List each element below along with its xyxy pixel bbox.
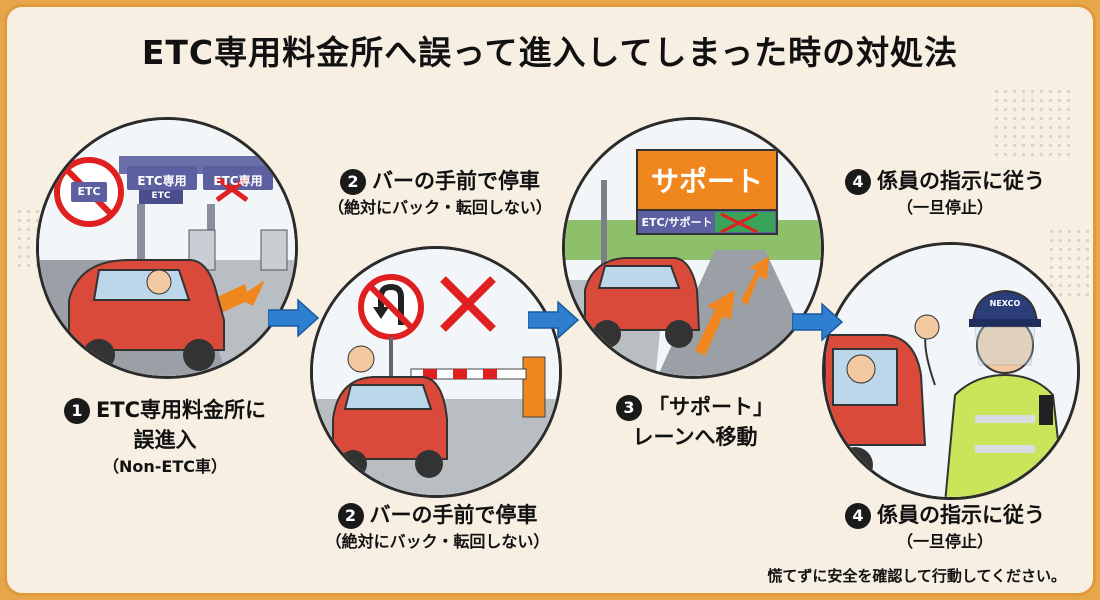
dot-pattern-top-right — [992, 87, 1072, 157]
step-4-subtitle: （一旦停止） — [896, 198, 993, 217]
step-number-badge: 4 — [845, 169, 871, 195]
cap-badge: NEXCO — [989, 299, 1021, 308]
step-4-title: 係員の指示に従う — [877, 503, 1045, 527]
step-number-badge: 4 — [845, 503, 871, 529]
etc-only-sign-left: ETC専用 — [137, 174, 187, 188]
scene-4-attendant: NEXCO — [822, 242, 1080, 500]
step-2-subtitle: （絶対にバック・転回しない） — [325, 532, 550, 551]
arrow-right-icon — [528, 300, 580, 340]
no-etc-badge: ETC — [77, 185, 101, 198]
step-1-title: ETC専用料金所に — [95, 398, 267, 422]
step-1-title-line2: 誤進入 — [133, 428, 197, 452]
step-3-title: 「サポート」 — [648, 395, 774, 419]
arrow-right-icon — [792, 302, 844, 342]
step-2-title: バーの手前で停車 — [372, 169, 540, 193]
step-number-badge: 1 — [63, 398, 90, 424]
step-1-subtitle: （Non-ETC車） — [102, 457, 227, 476]
step-3-label: 3「サポート」 レーンへ移動 — [575, 392, 815, 452]
step-number-badge: 3 — [616, 395, 642, 421]
scene-2-stop-before-bar — [310, 246, 562, 498]
step-2-subtitle: （絶対にバック・転回しない） — [328, 198, 552, 217]
step-4-subtitle: （一旦停止） — [896, 532, 993, 551]
page-title: ETC専用料金所へ誤って進入してしまった時の対処法 — [141, 33, 959, 72]
scene-4-illustration — [825, 245, 1077, 497]
step-2-title: バーの手前で停車 — [369, 503, 538, 527]
safety-note: 慌てずに安全を確認して行動してください。 — [767, 567, 1066, 585]
step-number-badge: 2 — [340, 169, 366, 195]
step-number-badge: 2 — [337, 503, 364, 529]
step-4-title: 係員の指示に従う — [877, 169, 1045, 193]
arrow-right-icon — [268, 298, 320, 338]
etc-support-sign: ETC/サポート — [641, 216, 713, 229]
step-3-title-line2: レーンへ移動 — [632, 425, 758, 449]
scene-2-illustration — [313, 249, 559, 495]
etc-sign-small: ETC — [151, 191, 171, 201]
scene-1-illustration — [39, 120, 295, 376]
scene-3-support-lane: サポート ETC/サポート — [562, 117, 824, 379]
support-sign: サポート — [650, 165, 763, 198]
scene-3-illustration — [565, 120, 821, 376]
etc-only-sign-right: ETC専用 — [213, 174, 263, 188]
scene-1-misentry: ETC専用 ETC専用 ETC ETC — [36, 117, 298, 379]
